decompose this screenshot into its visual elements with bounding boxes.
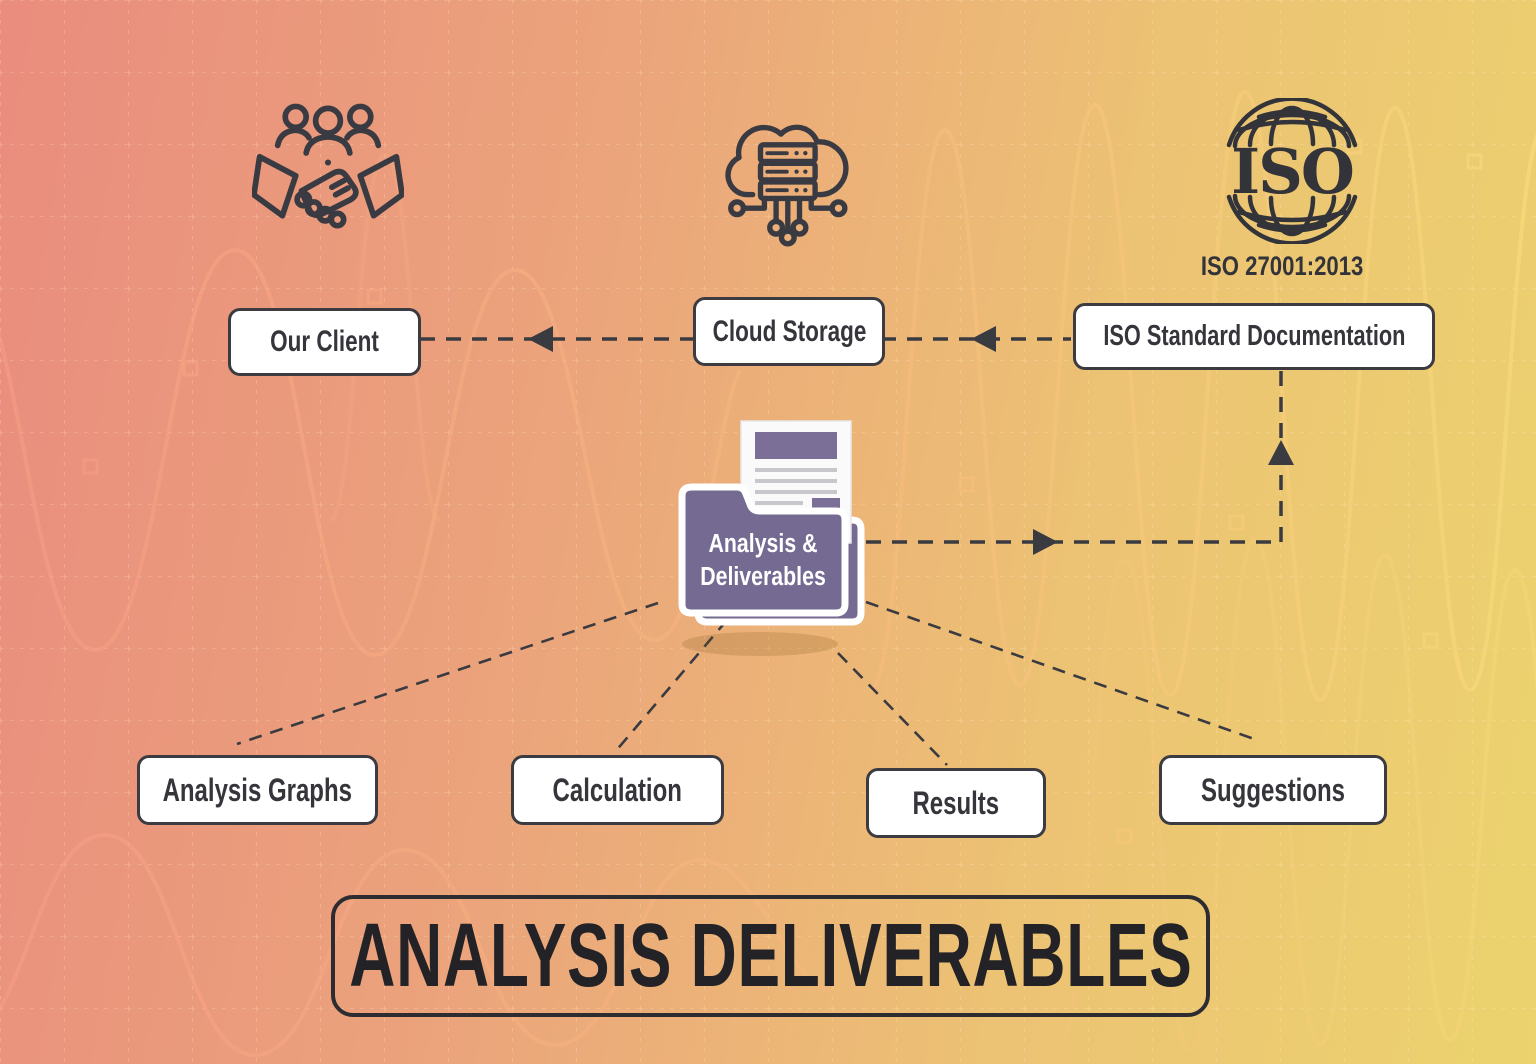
node-our-client: Our Client <box>228 308 421 376</box>
folder-shadow <box>682 632 838 656</box>
handshake-icon <box>252 103 404 229</box>
iso-globe-icon: ISO <box>1226 98 1358 244</box>
line-folder-to-results <box>837 652 948 766</box>
iso-logo-text: ISO <box>1231 135 1353 208</box>
arrowhead-right-folder <box>1033 529 1058 555</box>
node-suggestions-label: Suggestions <box>1200 771 1345 808</box>
node-our-client-label: Our Client <box>270 325 379 358</box>
arrowhead-up-iso <box>1268 440 1294 465</box>
folder-label-line1: Analysis & <box>709 529 818 559</box>
arrowheads <box>528 326 1294 555</box>
node-results-label: Results <box>912 784 1000 821</box>
node-analysis-graphs-label: Analysis Graphs <box>162 771 353 808</box>
waveform-lines <box>0 89 1536 1058</box>
cloud-server-icon <box>725 124 849 247</box>
node-suggestions: Suggestions <box>1159 755 1387 825</box>
folder-icon <box>678 483 849 617</box>
line-folder-to-analysis-graphs <box>236 601 659 746</box>
folder-label-line2: Deliverables <box>700 562 826 592</box>
node-calculation-label: Calculation <box>552 771 683 808</box>
node-cloud-storage: Cloud Storage <box>693 297 885 366</box>
node-iso-standard-documentation: ISO Standard Documentation <box>1073 303 1435 370</box>
page-title-box: ANALYSIS DELIVERABLES <box>331 895 1210 1017</box>
line-folder-to-calculation <box>614 619 728 753</box>
line-folder-to-suggestions <box>865 600 1258 742</box>
node-calculation: Calculation <box>511 755 724 825</box>
node-iso-label: ISO Standard Documentation <box>1102 320 1406 352</box>
page-title: ANALYSIS DELIVERABLES <box>348 905 1193 1006</box>
iso-certification-text: ISO 27001:2013 <box>1200 251 1364 281</box>
node-cloud-storage-label: Cloud Storage <box>712 314 866 348</box>
node-results: Results <box>866 768 1046 838</box>
arrowhead-left-client <box>528 326 553 352</box>
waveform-markers <box>82 138 1483 845</box>
arrowhead-left-cloud <box>971 326 996 352</box>
node-analysis-graphs: Analysis Graphs <box>137 755 378 825</box>
